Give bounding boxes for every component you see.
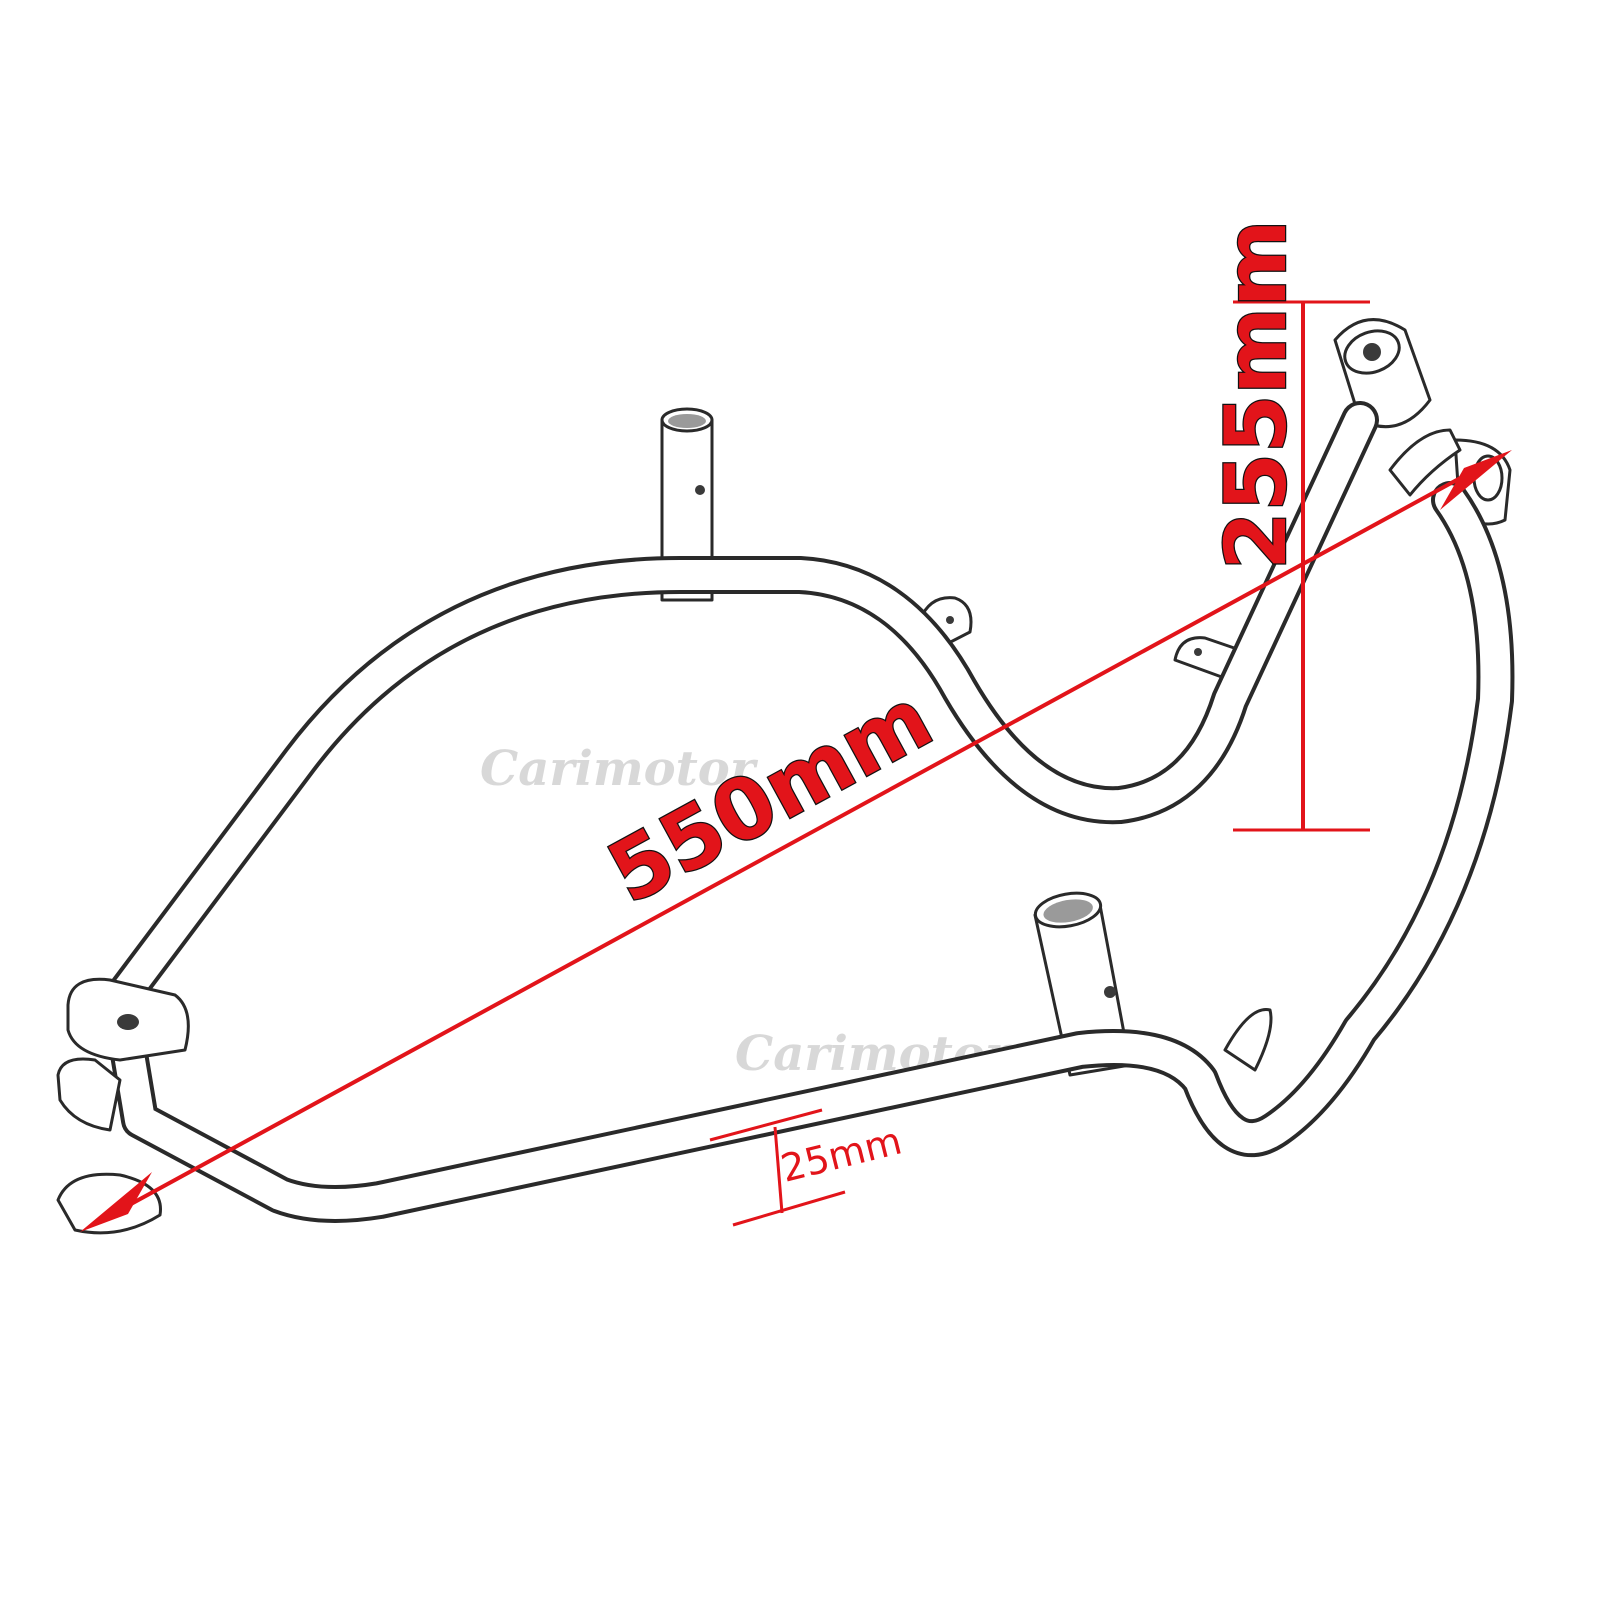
tab-lower-right bbox=[1223, 1008, 1273, 1072]
watermark-upper: Carimotor bbox=[480, 741, 759, 797]
upper-mount-tube bbox=[660, 407, 714, 602]
crash-bar bbox=[56, 318, 1515, 1235]
dimension-height: 255mm bbox=[1206, 218, 1370, 832]
top-right-bracket bbox=[1333, 318, 1432, 429]
left-mount-plate-upper bbox=[66, 977, 190, 1062]
main-tube-fill bbox=[105, 405, 1511, 1219]
height-label: 255mm bbox=[1207, 220, 1305, 570]
